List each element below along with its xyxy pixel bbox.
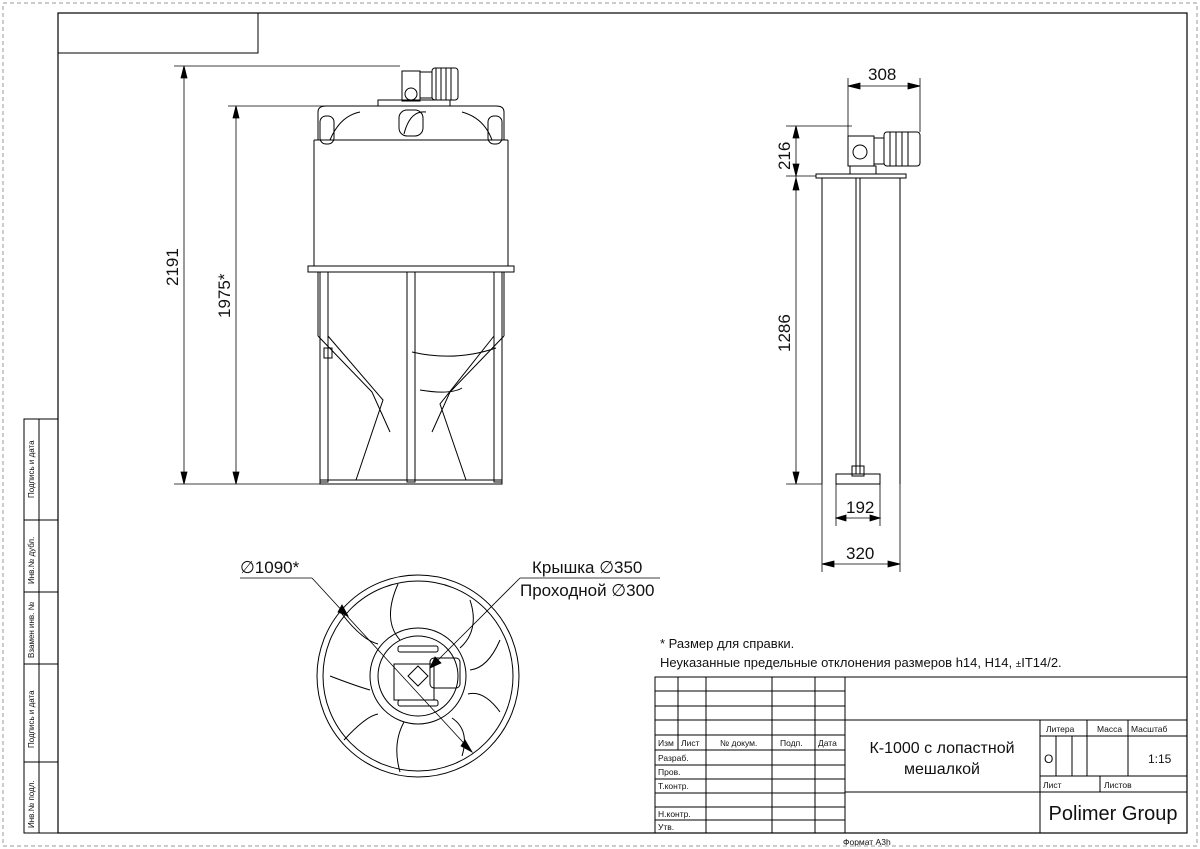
tb-role-utv: Утв. [658,822,674,832]
dim-paddle-width: 192 [846,498,874,517]
tb-litera-value: О [1044,752,1053,766]
tb-role-tkontr: Т.контр. [658,781,689,791]
tb-role-razrab: Разраб. [658,753,689,763]
tb-role-nkontr: Н.контр. [658,809,691,819]
tb-litera-header: Литера [1046,724,1075,734]
lid-label: Крышка ∅350 [532,558,642,577]
title-block [654,676,1188,834]
side-view [815,131,921,485]
gearbox-shape [401,70,421,102]
dim-top-diameter: ∅1090* [240,558,300,577]
side-dimensions [786,78,921,572]
passage-label: Проходной ∅300 [520,581,654,600]
front-view [307,67,515,485]
dim-drive-height: 216 [775,142,794,170]
side-stamp-4: Подпись и дата [27,690,36,748]
tb-col-list: Лист [681,738,700,748]
dim-total-height: 2191 [163,248,182,286]
dim-base-width: 320 [846,544,874,563]
side-stamp-2: Инв.№ дубл. [27,537,36,584]
tb-sheet-label: Лист [1043,780,1062,790]
shaft-shape [855,177,861,475]
front-dimensions [174,65,400,485]
tb-col-sign: Подп. [780,738,803,748]
tb-name-line1: К-1000 с лопастной [869,740,1014,757]
note-reference: * Размер для справки. [660,636,794,651]
tb-col-izm: Изм [658,738,674,748]
dim-drive-width: 308 [868,65,896,84]
drawing-frame [57,12,1188,834]
tb-col-doc: № докум. [720,738,757,748]
tb-col-date: Дата [818,738,837,748]
side-stamp-3: Взамен инв. № [27,601,36,658]
tb-company: Polimer Group [1049,803,1178,825]
tb-name-line2: мешалкой [904,761,980,778]
side-gearbox-shape [847,135,875,167]
tb-role-prov: Пров. [658,767,680,777]
dim-shaft-length: 1286 [775,314,794,352]
dim-tank-height: 1975* [215,273,234,318]
side-stamp-1: Подпись и дата [27,440,36,498]
tb-mass-header: Масса [1097,724,1122,734]
top-left-box [58,13,259,54]
top-view [316,574,520,778]
tb-scale-value: 1:15 [1148,752,1172,766]
tb-sheets-label: Листов [1104,780,1132,790]
tb-scale-header: Масштаб [1131,724,1167,734]
side-stamp-strip [23,418,59,834]
top-dimensions [240,577,660,754]
side-stamp-5: Инв.№ подл. [27,780,36,828]
note-tolerances: Неуказанные предельные отклонения размер… [660,655,1062,670]
tb-format: Формат А3h [843,837,891,847]
